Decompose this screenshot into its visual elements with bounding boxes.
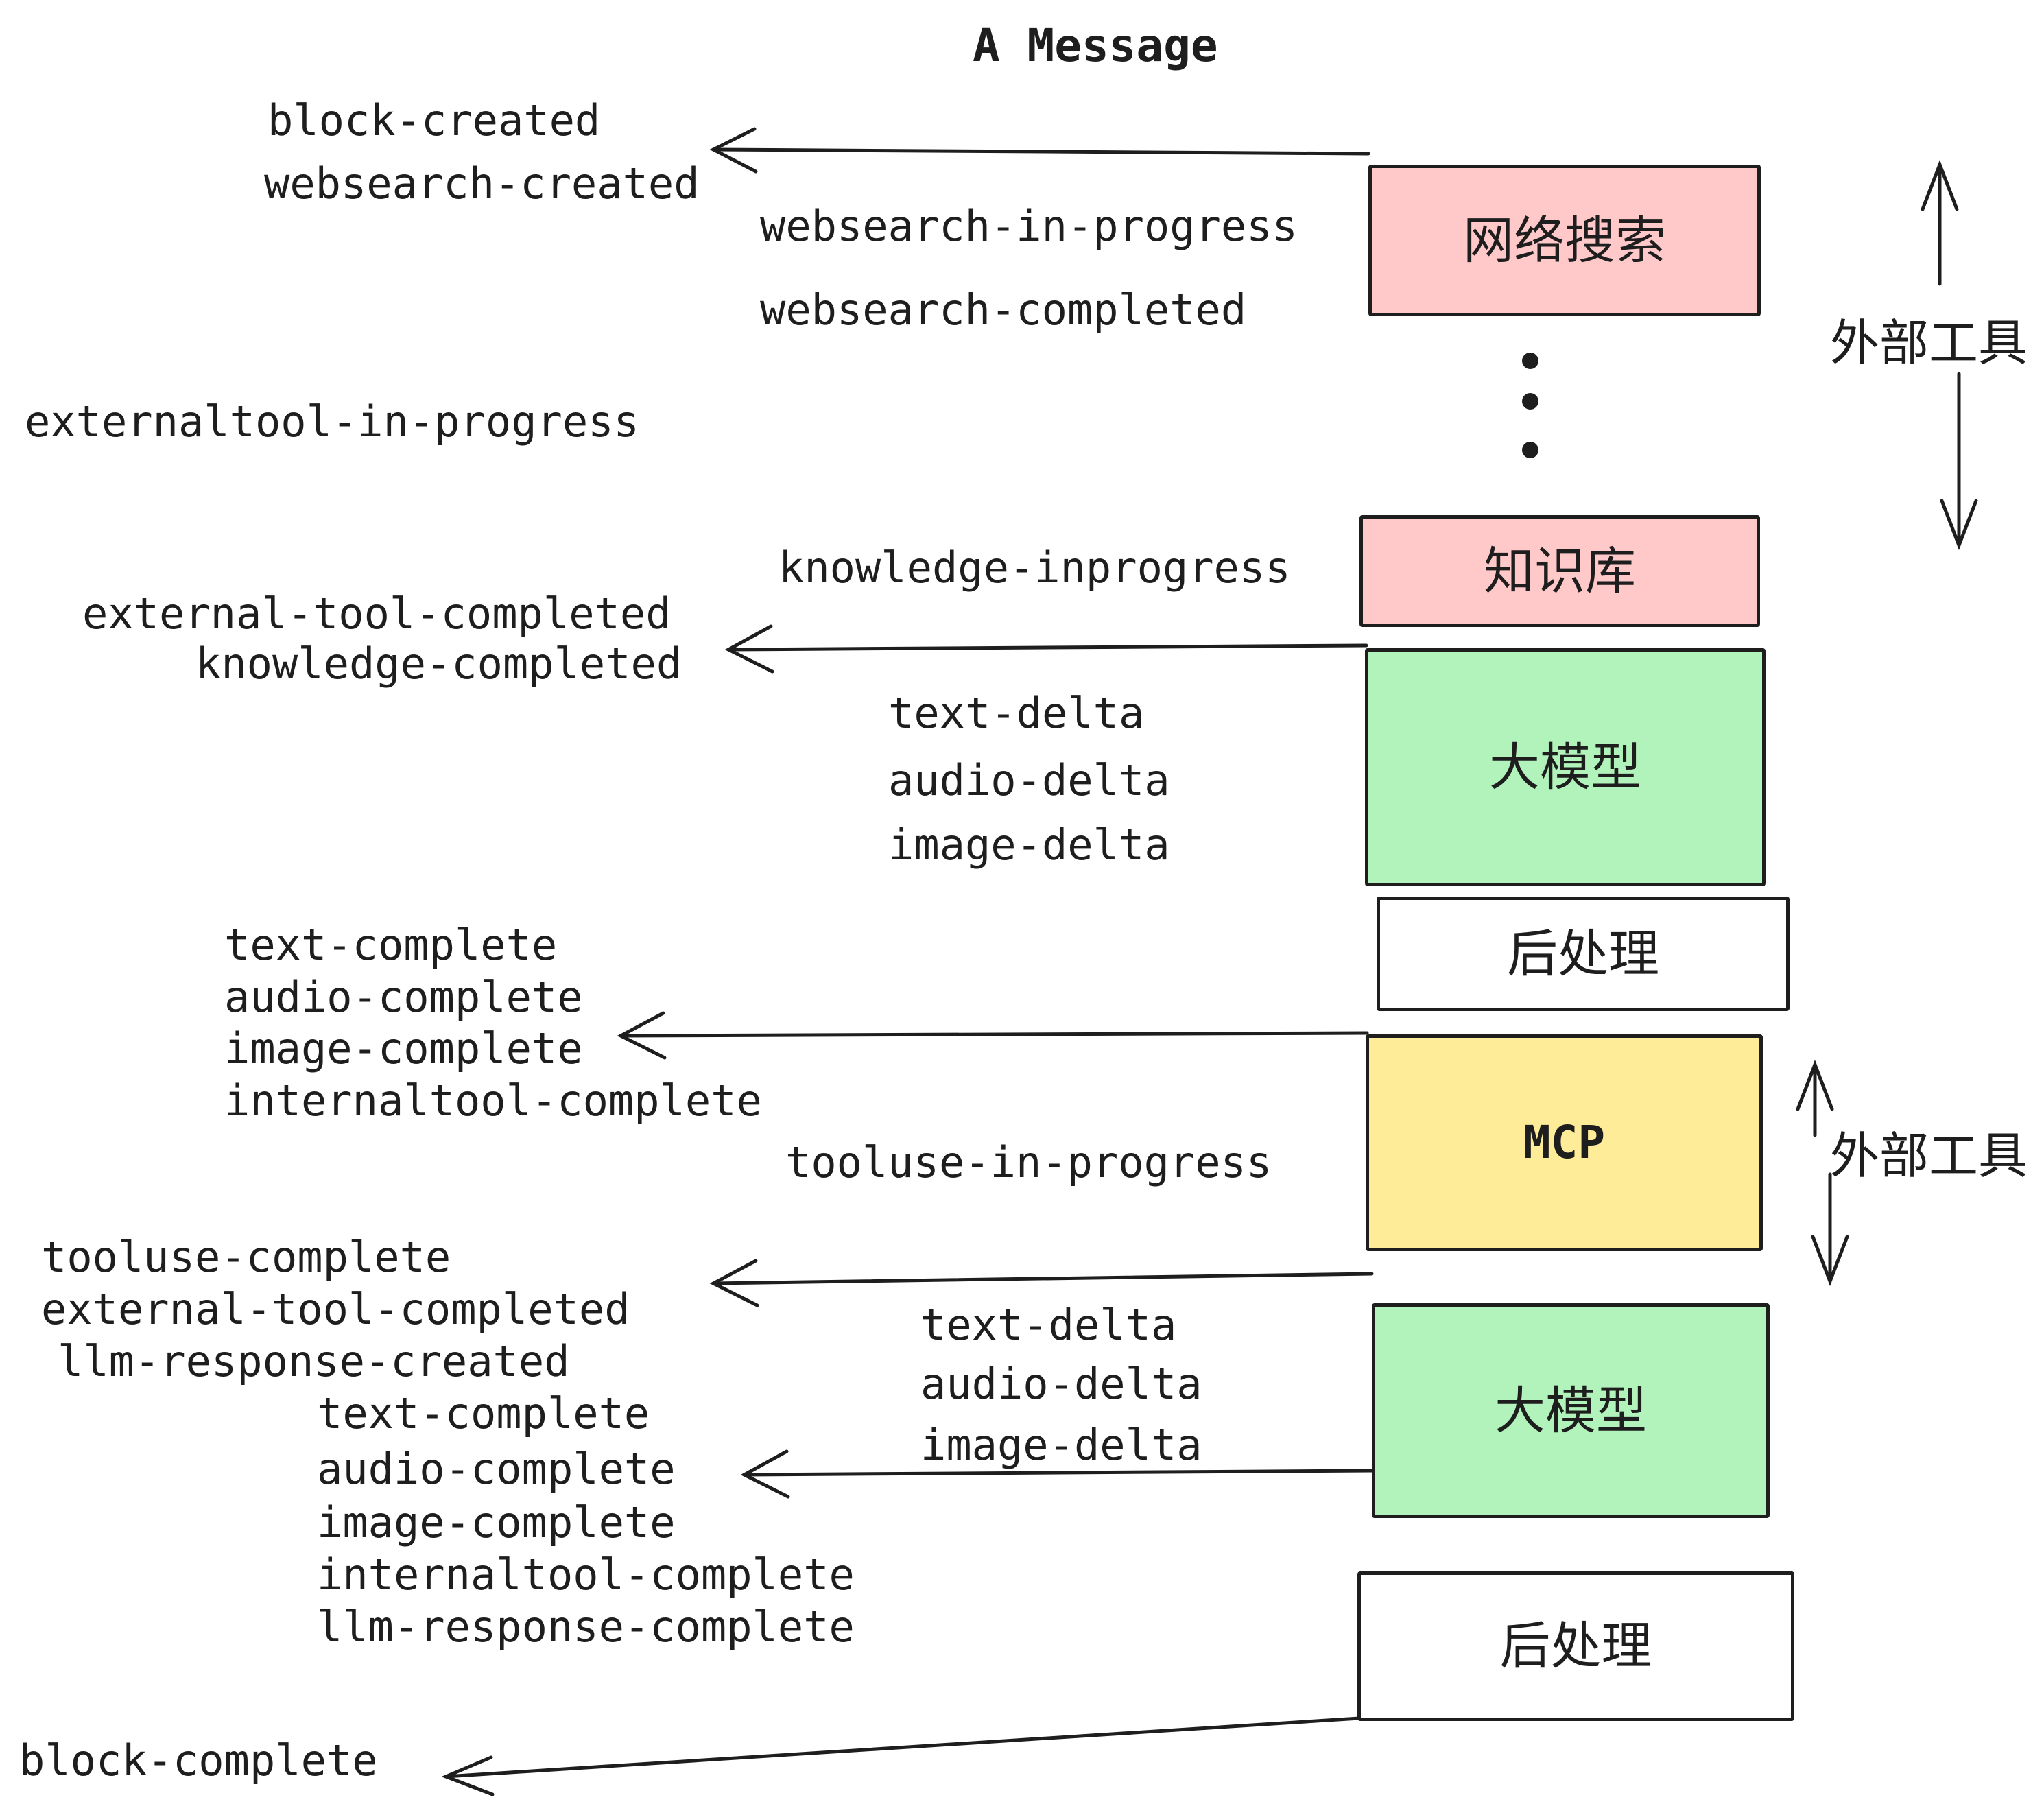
arrow-mcp-to-tooluse-complete bbox=[709, 1259, 1374, 1307]
event-label-image-complete-2: image-complete bbox=[317, 1497, 676, 1547]
event-label-websearch-in-progress: websearch-in-progress bbox=[760, 201, 1298, 251]
event-label-image-delta-1: image-delta bbox=[888, 820, 1170, 870]
box-mcp-label: MCP bbox=[1523, 1116, 1606, 1169]
event-label-llm-response-created: llm-response-created bbox=[58, 1336, 570, 1386]
diagram-title: A Message bbox=[973, 19, 1218, 72]
event-label-audio-delta-2: audio-delta bbox=[920, 1359, 1202, 1409]
event-label-internaltool-complete-2: internaltool-complete bbox=[317, 1550, 855, 1600]
box-websearch: 网络搜索 bbox=[1368, 165, 1761, 316]
event-label-text-complete-1: text-complete bbox=[224, 920, 558, 970]
arrow-llm1-to-knowledge-completed bbox=[724, 624, 1368, 674]
event-label-block-created: block-created bbox=[268, 95, 601, 145]
event-label-websearch-completed: websearch-completed bbox=[760, 285, 1247, 335]
box-mcp: MCP bbox=[1366, 1034, 1763, 1251]
event-label-text-delta-2: text-delta bbox=[920, 1300, 1177, 1350]
box-postprocess-2-label: 后处理 bbox=[1499, 1617, 1652, 1676]
event-label-image-complete-1: image-complete bbox=[224, 1023, 583, 1073]
box-knowledge-label: 知识库 bbox=[1484, 541, 1636, 601]
event-label-external-tool-completed-1: external-tool-completed bbox=[82, 589, 672, 639]
event-label-knowledge-inprogress: knowledge-inprogress bbox=[779, 543, 1291, 593]
event-label-audio-complete-2: audio-complete bbox=[317, 1444, 676, 1494]
event-label-externaltool-in-progress: externaltool-in-progress bbox=[25, 396, 639, 447]
event-label-audio-delta-1: audio-delta bbox=[888, 755, 1170, 805]
event-label-text-delta-1: text-delta bbox=[888, 688, 1145, 738]
box-websearch-label: 网络搜索 bbox=[1463, 211, 1666, 270]
external-tools-mcp-label: 外部工具 bbox=[1830, 1127, 2028, 1185]
external-tools-top-label: 外部工具 bbox=[1830, 314, 2028, 372]
event-label-block-complete: block-complete bbox=[19, 1735, 378, 1785]
arrow-websearch-to-created bbox=[709, 127, 1370, 174]
box-llm-1: 大模型 bbox=[1365, 648, 1766, 886]
event-label-external-tool-completed-2: external-tool-completed bbox=[41, 1284, 630, 1334]
box-llm-2-label: 大模型 bbox=[1495, 1381, 1647, 1440]
event-label-websearch-created: websearch-created bbox=[264, 158, 700, 209]
event-label-text-complete-2: text-complete bbox=[317, 1388, 650, 1438]
event-label-image-delta-2: image-delta bbox=[920, 1420, 1202, 1470]
arrow-postprocess2-to-block-complete bbox=[441, 1716, 1362, 1796]
box-llm-1-label: 大模型 bbox=[1489, 737, 1641, 797]
box-postprocess-2: 后处理 bbox=[1357, 1571, 1794, 1721]
box-llm-2: 大模型 bbox=[1372, 1303, 1770, 1518]
event-label-llm-response-complete: llm-response-complete bbox=[317, 1602, 855, 1652]
event-label-knowledge-completed: knowledge-completed bbox=[195, 639, 682, 689]
box-knowledge: 知识库 bbox=[1359, 515, 1760, 627]
arrow-mcp-to-image-complete bbox=[617, 1011, 1369, 1060]
event-label-audio-complete-1: audio-complete bbox=[224, 972, 583, 1022]
event-label-tooluse-in-progress: tooluse-in-progress bbox=[785, 1137, 1272, 1187]
event-label-internaltool-complete-1: internaltool-complete bbox=[224, 1076, 762, 1126]
ellipsis-dots bbox=[1522, 353, 1538, 458]
event-label-tooluse-complete: tooluse-complete bbox=[41, 1232, 451, 1282]
box-postprocess-1-label: 后处理 bbox=[1507, 924, 1659, 984]
box-postprocess-1: 后处理 bbox=[1377, 897, 1790, 1011]
